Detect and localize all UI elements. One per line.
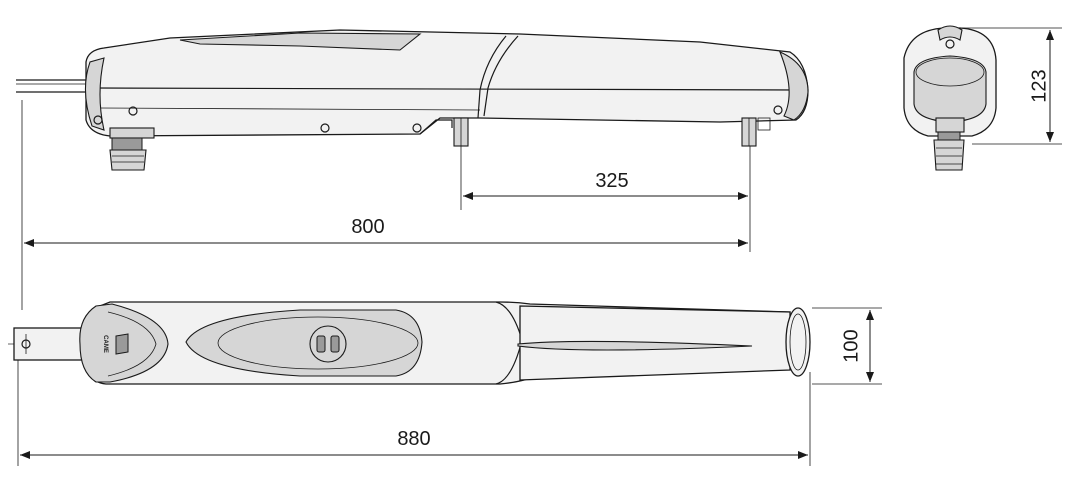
- side-nose: [778, 50, 809, 121]
- side-view: [16, 29, 809, 171]
- end-cable-gland: [933, 117, 965, 171]
- front-mount-pin: [741, 117, 771, 147]
- end-tube-opening: [915, 57, 985, 87]
- side-body-line-2: [97, 107, 481, 111]
- rear-bracket: [13, 327, 87, 361]
- top-view: CAME: [8, 301, 811, 385]
- dimension-325-label: 325: [595, 170, 628, 192]
- end-inner-tube: [913, 55, 987, 123]
- end-top-bump: [937, 25, 963, 41]
- cable-gland: [109, 127, 155, 171]
- side-body-line: [95, 87, 801, 91]
- top-oval-panel: [185, 309, 423, 377]
- end-top-screw: [945, 39, 955, 49]
- dimension-800: 800: [24, 216, 748, 247]
- cable: [16, 79, 86, 93]
- release-knob: [309, 325, 347, 363]
- end-view: [903, 25, 997, 171]
- top-tube-end-inner: [789, 313, 807, 371]
- side-cover-seam: [483, 35, 519, 117]
- dimension-325: 325: [463, 170, 748, 200]
- top-rear-cap-inner: [107, 311, 157, 377]
- dimension-100-label: 100: [840, 329, 862, 362]
- brand-logo-text: CAME: [102, 335, 108, 353]
- dimension-123: 123: [1028, 30, 1054, 142]
- screw-2: [128, 106, 138, 116]
- dimension-880-label: 880: [397, 428, 430, 450]
- side-bracket: [419, 119, 453, 135]
- dimension-123-label: 123: [1028, 69, 1050, 102]
- screw-5: [773, 105, 783, 115]
- brand-logo: CAME: [102, 333, 129, 355]
- dimension-100: 100: [840, 310, 874, 382]
- screw-3: [320, 123, 330, 133]
- screw-1: [93, 115, 103, 125]
- rear-mount-pin: [453, 117, 469, 147]
- side-cover-seam-2: [477, 35, 507, 119]
- top-oval-inner: [217, 316, 419, 370]
- screw-4: [412, 123, 422, 133]
- top-tube-groove: [517, 340, 753, 351]
- dimension-880: 880: [20, 428, 808, 459]
- side-rear-cap: [84, 57, 105, 131]
- dimension-800-label: 800: [351, 216, 384, 238]
- side-lid: [179, 32, 422, 51]
